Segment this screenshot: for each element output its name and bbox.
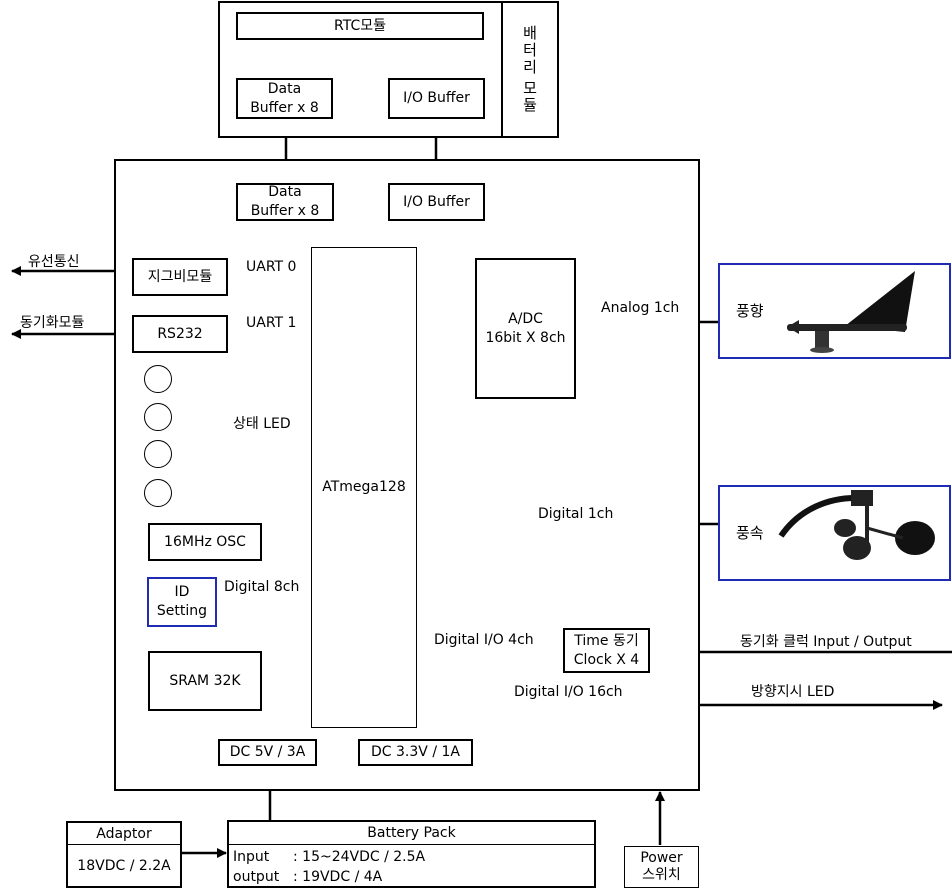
power-switch-line2: 스위치 [642,867,681,883]
adaptor-spec: 18VDC / 2.2A [77,858,171,874]
sram-32k: SRAM 32K [148,651,262,711]
mcu-label: ATmega128 [322,479,406,495]
rtc-data-buffer: Data Buffer x 8 [236,78,333,119]
id-setting: ID Setting [147,577,217,627]
id-setting-line2: Setting [156,603,208,619]
rtc-battery-divider: 배 터 리 모 듈 [501,1,559,138]
mcu-atmega128: ATmega128 [311,247,417,728]
battery-module-char: 모 [523,79,537,97]
battery-pack-title: Battery Pack [367,825,456,841]
uart0-label: UART 0 [246,259,297,275]
rtc-data-buffer-line1: Data [267,80,302,97]
anemometer-icon [778,490,935,560]
battery-module-char: 배 [523,24,537,42]
sram-label: SRAM 32K [169,672,241,689]
status-led-1 [144,365,172,393]
direction-led-label: 방향지시 LED [751,684,835,700]
battery-output-value: : 19VDC / 4A [293,869,383,885]
main-data-buffer-line1: Data [268,184,302,200]
adaptor: Adaptor 18VDC / 2.2A [66,821,182,888]
adc-module: A/DC 16bit X 8ch [475,258,576,399]
battery-module-label: 배 터 리 모 듈 [523,25,537,114]
adaptor-title-divider [66,821,182,845]
wind-direction-label: 풍향 [736,301,764,320]
rs232-module: RS232 [132,315,228,353]
analog-1ch-label: Analog 1ch [601,300,680,316]
power-switch: Power 스위치 [624,846,699,888]
battery-module-char: 듈 [523,96,537,114]
time-sync-line1: Time 동기 [574,632,639,649]
wind-vane-icon [787,271,915,353]
sync-module-label: 동기화모듈 [20,315,85,331]
digital-io-16ch-label: Digital I/O 16ch [514,684,623,700]
main-io-buffer-label: I/O Buffer [403,193,470,210]
battery-module-char: 리 [523,58,537,76]
battery-pack-title-divider [227,820,596,845]
osc-16mhz: 16MHz OSC [148,523,262,561]
sync-clock-io-label: 동기화 클럭 Input / Output [740,634,912,650]
wired-comm-label: 유선통신 [28,254,80,270]
dc-3v3-regulator: DC 3.3V / 1A [358,739,473,766]
adc-line1: A/DC [508,310,543,327]
rtc-io-buffer-label: I/O Buffer [403,90,470,106]
status-led-3 [144,440,172,468]
power-switch-line1: Power [640,850,683,866]
wind-speed-label: 풍속 [736,523,764,542]
status-led-2 [144,403,172,431]
digital-8ch-label: Digital 8ch [224,579,300,595]
time-sync-clock: Time 동기 Clock X 4 [563,628,650,673]
status-led-4 [144,479,172,507]
adc-line2: 16bit X 8ch [485,329,566,346]
status-led-label: 상태 LED [233,416,291,432]
dc-5v-regulator: DC 5V / 3A [218,739,317,766]
rs232-label: RS232 [157,325,203,342]
battery-module-char: 터 [523,41,537,59]
digital-io-4ch-label: Digital I/O 4ch [434,632,534,648]
battery-output-label: output [233,869,280,885]
main-data-buffer: Data Buffer x 8 [236,183,334,221]
dc5v-label: DC 5V / 3A [229,744,306,760]
main-data-buffer-line2: Buffer x 8 [250,203,320,219]
zigbee-label: 지그비모듈 [147,268,213,285]
adaptor-title: Adaptor [96,826,152,842]
time-sync-line2: Clock X 4 [573,651,640,668]
uart1-label: UART 1 [246,315,297,331]
dc33v-label: DC 3.3V / 1A [371,744,460,760]
rtc-module: RTC모듈 [236,12,484,40]
battery-input-label: Input [233,849,270,865]
battery-input-value: : 15~24VDC / 2.5A [293,849,426,865]
zigbee-module: 지그비모듈 [132,258,228,296]
rtc-module-label: RTC모듈 [334,17,386,34]
osc-label: 16MHz OSC [164,533,246,550]
rtc-io-buffer: I/O Buffer [388,78,485,119]
digital-1ch-label: Digital 1ch [538,506,614,522]
main-io-buffer: I/O Buffer [388,183,485,221]
rtc-data-buffer-line2: Buffer x 8 [250,99,319,116]
id-setting-line1: ID [174,584,190,600]
